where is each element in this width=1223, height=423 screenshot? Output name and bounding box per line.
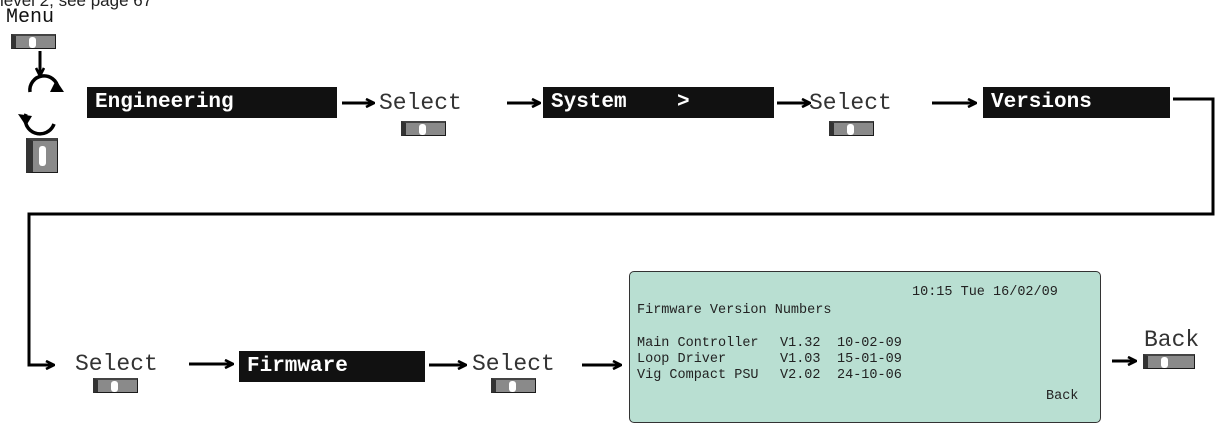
scroll-cycle-icon <box>18 74 64 136</box>
display-row-name: Loop Driver <box>637 352 727 367</box>
display-title: Firmware Version Numbers <box>637 303 832 318</box>
select-label-2: Select <box>809 90 892 116</box>
versions-menu-item: Versions <box>983 87 1170 118</box>
select-key-button-2[interactable] <box>829 121 874 136</box>
system-menu-item: System > <box>543 87 774 118</box>
wrap-connector <box>27 97 1215 365</box>
display-row-version: V1.03 <box>780 352 821 367</box>
scroll-key-button[interactable] <box>26 138 58 173</box>
display-row-date: 24-10-06 <box>837 368 902 383</box>
select-label-1: Select <box>379 90 462 116</box>
display-row-version: V2.02 <box>780 368 821 383</box>
menu-key-button[interactable] <box>11 34 56 49</box>
menu-label: Menu <box>6 6 55 29</box>
select-key-button-3[interactable] <box>93 378 138 393</box>
back-label: Back <box>1144 327 1200 353</box>
page-reference-text: level 2, see page 67 <box>0 0 153 10</box>
engineering-menu-item: Engineering <box>87 87 337 118</box>
firmware-menu-item: Firmware <box>239 351 425 382</box>
display-row-date: 15-01-09 <box>837 352 902 367</box>
firmware-version-display: 10:15 Tue 16/02/09 Firmware Version Numb… <box>629 271 1101 423</box>
display-row-name: Main Controller <box>637 336 759 351</box>
display-row-date: 10-02-09 <box>837 336 902 351</box>
display-row-version: V1.32 <box>780 336 821 351</box>
select-key-button-1[interactable] <box>401 121 446 136</box>
back-key-button[interactable] <box>1143 354 1195 369</box>
select-label-4: Select <box>472 351 555 377</box>
select-label-3: Select <box>75 351 158 377</box>
select-key-button-4[interactable] <box>491 378 536 393</box>
display-back-option: Back <box>1046 389 1079 404</box>
display-row-name: Vig Compact PSU <box>637 368 759 383</box>
display-datetime: 10:15 Tue 16/02/09 <box>912 285 1058 300</box>
